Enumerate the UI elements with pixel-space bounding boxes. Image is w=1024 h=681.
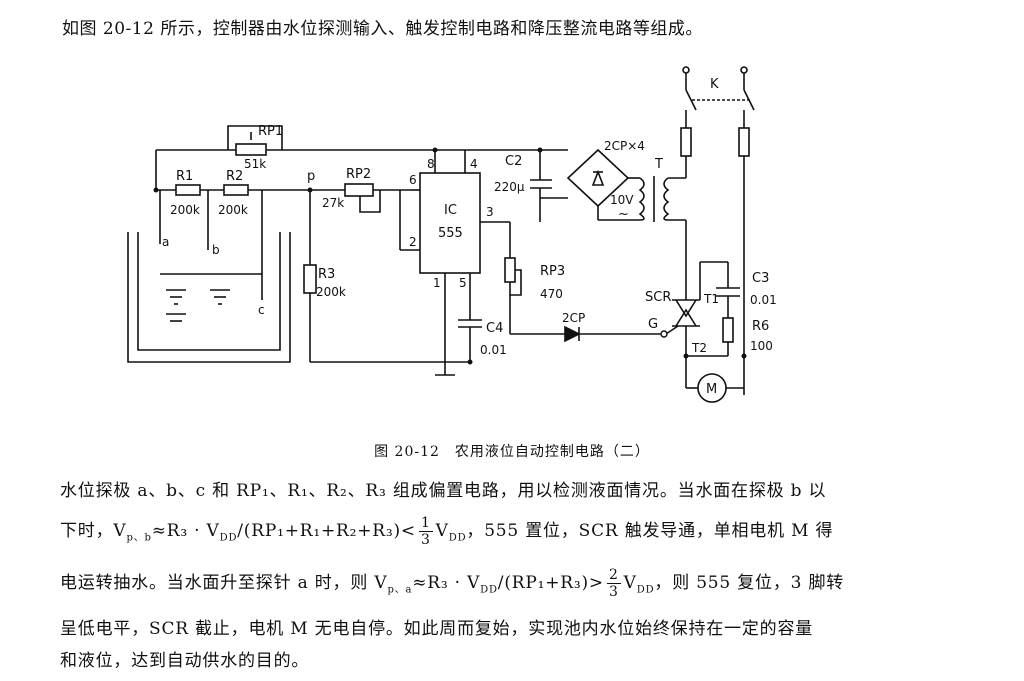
paragraph-line-5: 和液位，达到自动供水的目的。 xyxy=(60,651,310,671)
label-bridge: 2CP×4 xyxy=(604,139,645,153)
label-c2: C2 xyxy=(505,154,522,169)
paragraph-line-4: 呈低电平，SCR 截止，电机 M 无电自停。如此周而复始，实现池内水位始终保持在… xyxy=(60,619,814,639)
label-r3-val: 200k xyxy=(316,285,346,299)
label-rp2: RP2 xyxy=(346,167,371,182)
label-t1: T1 xyxy=(703,292,719,306)
label-rp2-val: 27k xyxy=(322,196,344,210)
label-pin8: 8 xyxy=(427,157,435,171)
paragraph-line-1: 水位探极 a、b、c 和 RP₁、R₁、R₂、R₃ 组成偏置电路，用以检测液面情… xyxy=(60,481,827,501)
label-c3: C3 xyxy=(752,271,769,286)
label-t-ac: ~ xyxy=(618,207,629,222)
label-t2: T2 xyxy=(691,341,707,355)
label-rp1-val: 51k xyxy=(244,157,266,171)
paragraph-line-3: 电运转抽水。当水面升至探针 a 时，则 Vp、a≈R₃ · VDD/(RP₁+R… xyxy=(60,567,845,600)
label-pin5: 5 xyxy=(459,276,467,290)
label-ic-num: 555 xyxy=(438,226,463,241)
label-c4: C4 xyxy=(486,321,503,336)
label-diode: 2CP xyxy=(562,311,585,325)
label-ic: IC xyxy=(444,203,457,218)
label-rp3: RP3 xyxy=(540,264,565,279)
label-c3-val: 0.01 xyxy=(750,293,777,307)
circuit-diagram: RP1 51k R1 200k R2 200k p RP2 27k R3 200… xyxy=(127,66,777,403)
label-rp3-val: 470 xyxy=(540,287,563,301)
label-r2: R2 xyxy=(226,169,243,184)
intro-text: 如图 20-12 所示，控制器由水位探测输入、触发控制电路和降压整流电路等组成。 xyxy=(62,19,703,39)
label-r3: R3 xyxy=(318,267,335,282)
label-motor: M xyxy=(706,382,717,397)
label-p: p xyxy=(307,169,315,184)
label-k: K xyxy=(710,77,719,92)
label-r6: R6 xyxy=(752,319,769,334)
label-pin2: 2 xyxy=(409,235,417,249)
label-scr: SCR xyxy=(645,290,671,305)
label-r1-val: 200k xyxy=(170,203,200,217)
label-r1: R1 xyxy=(176,169,193,184)
label-r6-val: 100 xyxy=(750,339,773,353)
label-probe-a: a xyxy=(162,235,169,249)
label-r2-val: 200k xyxy=(218,203,248,217)
label-pin1: 1 xyxy=(433,276,441,290)
label-t: T xyxy=(654,157,663,172)
figure-caption: 图 20-12 农用液位自动控制电路（二） xyxy=(374,444,650,460)
label-probe-b: b xyxy=(212,243,220,257)
label-pin6: 6 xyxy=(409,173,417,187)
label-g: G xyxy=(648,317,658,332)
label-pin4: 4 xyxy=(470,157,478,171)
label-rp1: RP1 xyxy=(258,124,283,139)
label-pin3: 3 xyxy=(486,205,494,219)
label-t-val: 10V xyxy=(610,193,634,207)
label-c4-val: 0.01 xyxy=(480,343,507,357)
label-c2-val: 220μ xyxy=(494,180,525,194)
water-tank xyxy=(127,232,291,363)
label-probe-c: c xyxy=(258,303,265,317)
